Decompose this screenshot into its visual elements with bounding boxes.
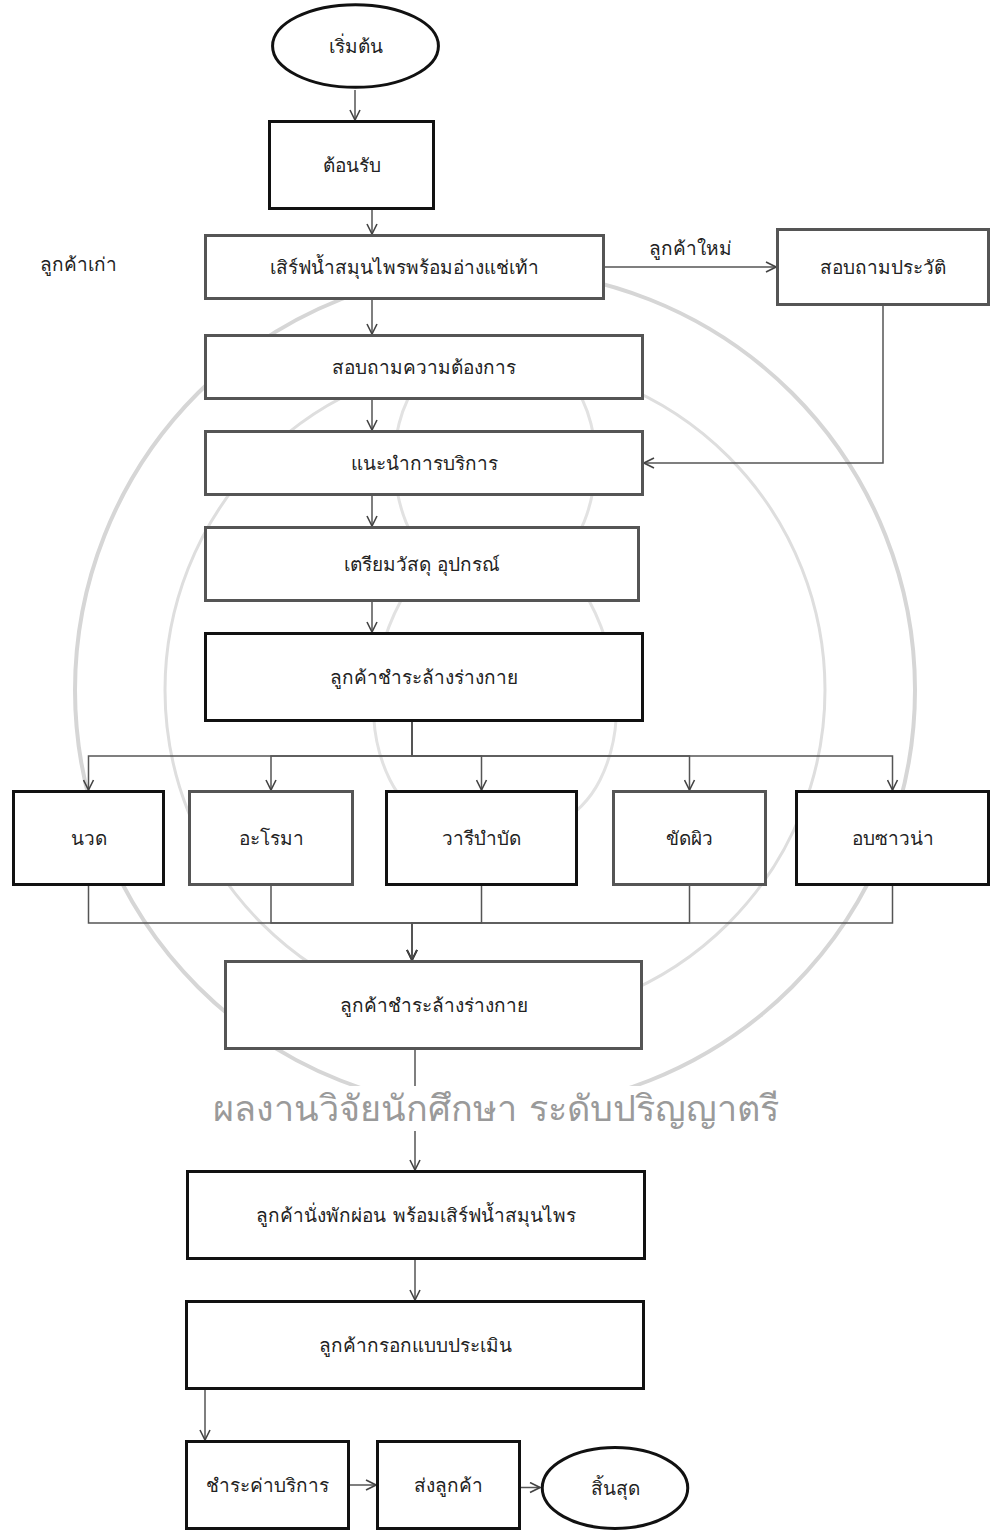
flow-arrow (271, 722, 412, 790)
process-box: ต้อนรับ (268, 120, 435, 210)
flow-arrow (354, 90, 356, 120)
flow-arrow (371, 602, 373, 632)
node-text: ต้อนรับ (319, 153, 385, 178)
flow-arrow (412, 722, 893, 790)
end-terminal: สิ้นสุด (540, 1445, 690, 1531)
process-box: เตรียมวัสดุ อุปกรณ์ (204, 526, 640, 602)
process-box: สอบถามความต้องการ (204, 334, 644, 400)
node-text: แนะนำการบริการ (347, 451, 502, 476)
flow-arrow (644, 306, 883, 463)
node-text: ขัดผิว (662, 826, 717, 851)
node-text: วารีบำบัด (438, 826, 525, 851)
node-text: ลูกค้านั่งพักผ่อน พร้อมเสิร์ฟน้ำสมุนไพร (252, 1203, 579, 1228)
node-text: เริ่มต้น (325, 34, 387, 59)
process-box: เสิร์ฟน้ำสมุนไพรพร้อมอ่างแช่เท้า (204, 234, 605, 300)
process-box: ชำระค่าบริการ (185, 1440, 350, 1530)
node-text: เตรียมวัสดุ อุปกรณ์ (340, 552, 504, 577)
service-box: ขัดผิว (612, 790, 767, 886)
process-box: ลูกค้าชำระล้างร่างกาย (204, 632, 644, 722)
process-box: แนะนำการบริการ (204, 430, 644, 496)
start-terminal: เริ่มต้น (270, 2, 441, 90)
flow-arrow (371, 210, 373, 234)
service-box: วารีบำบัด (385, 790, 578, 886)
flow-arrow (371, 400, 373, 430)
process-box: สอบถามประวัติ (776, 228, 990, 306)
seal-outer-ring (75, 270, 915, 1110)
process-box: ลูกค้ากรอกแบบประเมิน (185, 1300, 645, 1390)
node-text: สิ้นสุด (587, 1476, 644, 1501)
service-box: อะโรมา (188, 790, 354, 886)
watermark-text: ผลงานวิจัยนักศึกษา ระดับปริญญาตรี (209, 1086, 782, 1131)
node-text: ลูกค้าชำระล้างร่างกาย (336, 993, 532, 1018)
flow-arrow (412, 886, 893, 960)
branch-label: ลูกค้าเก่า (40, 252, 117, 277)
service-box: นวด (12, 790, 165, 886)
flow-arrow (414, 1260, 416, 1300)
node-text: ชำระค่าบริการ (202, 1473, 333, 1498)
node-text: ลูกค้าชำระล้างร่างกาย (326, 665, 522, 690)
node-text: สอบถามความต้องการ (328, 355, 520, 380)
node-text: นวด (67, 826, 111, 851)
node-text: ลูกค้ากรอกแบบประเมิน (315, 1333, 516, 1358)
node-text: อบซาวน่า (848, 826, 938, 851)
process-box: ส่งลูกค้า (376, 1440, 521, 1530)
process-box: ลูกค้านั่งพักผ่อน พร้อมเสิร์ฟน้ำสมุนไพร (186, 1170, 646, 1260)
flow-arrow (371, 496, 373, 526)
terminal-ellipse (542, 1448, 688, 1529)
flow-arrow (89, 886, 413, 960)
flow-arrow (371, 300, 373, 334)
flow-arrow (271, 886, 412, 960)
flow-arrow (521, 1487, 540, 1489)
node-text: สอบถามประวัติ (816, 255, 950, 280)
edge-label: ลูกค้าใหม่ (646, 236, 735, 261)
terminal-ellipse (273, 5, 439, 88)
flow-arrow (350, 1484, 376, 1486)
flow-arrow (89, 722, 413, 790)
node-text: ส่งลูกค้า (410, 1473, 487, 1498)
node-text: อะโรมา (235, 826, 308, 851)
node-text: เสิร์ฟน้ำสมุนไพรพร้อมอ่างแช่เท้า (266, 255, 543, 280)
flow-arrow (204, 1390, 206, 1440)
flow-arrow (605, 266, 776, 268)
service-box: อบซาวน่า (795, 790, 990, 886)
process-box: ลูกค้าชำระล้างร่างกาย (224, 960, 643, 1050)
seal-inner-ring (165, 360, 825, 1020)
